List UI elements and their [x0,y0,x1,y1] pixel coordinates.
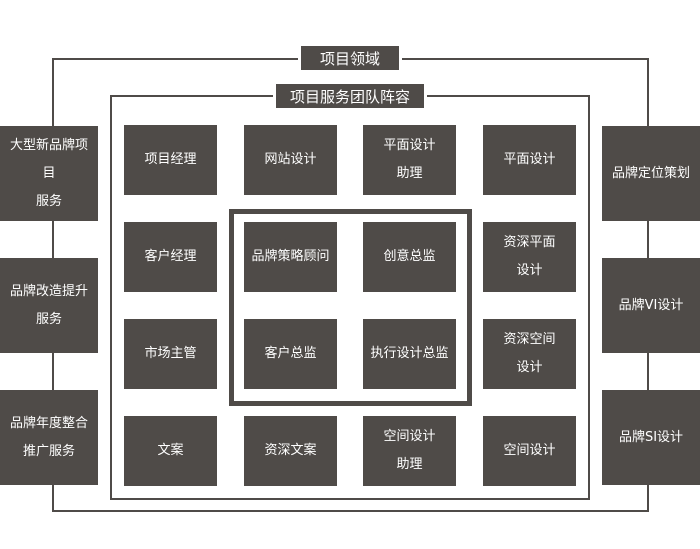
role-box: 平面设计 [483,125,576,195]
role-box: 网站设计 [244,125,337,195]
role-label: 文案 [157,443,184,458]
role-box: 资深文案 [244,416,337,486]
role-box: 资深空间 设计 [483,319,576,389]
service-label: 品牌改造提升 服务 [9,283,88,327]
role-label: 网站设计 [264,152,317,167]
service-label: 品牌定位策划 [611,165,690,181]
role-label: 执行设计总监 [370,346,449,361]
service-label: 品牌SI设计 [618,429,684,445]
role-label: 市场主管 [144,346,197,361]
core-team-frame [229,209,472,406]
service-box-right: 品牌定位策划 [602,126,700,221]
role-box: 空间设计 [483,416,576,486]
service-label: 大型新品牌项目 服务 [9,137,88,209]
role-label: 资深文案 [264,443,317,458]
role-label: 品牌策略顾问 [251,249,330,264]
role-label: 平面设计 [503,152,556,167]
role-label: 客户总监 [264,346,317,361]
role-label: 空间设计 [503,443,556,458]
role-box: 文案 [124,416,217,486]
role-box: 空间设计 助理 [363,416,456,486]
service-box-left: 品牌改造提升 服务 [0,258,98,353]
role-label: 创意总监 [383,249,436,264]
inner-title: 项目服务团队阵容 [273,81,427,111]
role-box: 创意总监 [363,222,456,292]
role-box: 客户经理 [124,222,217,292]
role-box: 客户总监 [244,319,337,389]
service-box-right: 品牌VI设计 [602,258,700,353]
role-box: 资深平面 设计 [483,222,576,292]
role-box: 品牌策略顾问 [244,222,337,292]
service-box-left: 大型新品牌项目 服务 [0,126,98,221]
service-box-right: 品牌SI设计 [602,390,700,485]
role-label: 资深空间 设计 [503,332,556,375]
role-box: 项目经理 [124,125,217,195]
outer-title: 项目领域 [298,43,402,73]
service-box-left: 品牌年度整合 推广服务 [0,390,98,485]
role-box: 执行设计总监 [363,319,456,389]
role-label: 空间设计 助理 [383,429,436,472]
role-box: 平面设计 助理 [363,125,456,195]
role-label: 客户经理 [144,249,197,264]
service-label: 品牌年度整合 推广服务 [9,415,88,459]
role-label: 平面设计 助理 [383,138,436,181]
role-label: 项目经理 [144,152,197,167]
role-box: 市场主管 [124,319,217,389]
service-label: 品牌VI设计 [618,297,684,313]
role-label: 资深平面 设计 [503,235,556,278]
